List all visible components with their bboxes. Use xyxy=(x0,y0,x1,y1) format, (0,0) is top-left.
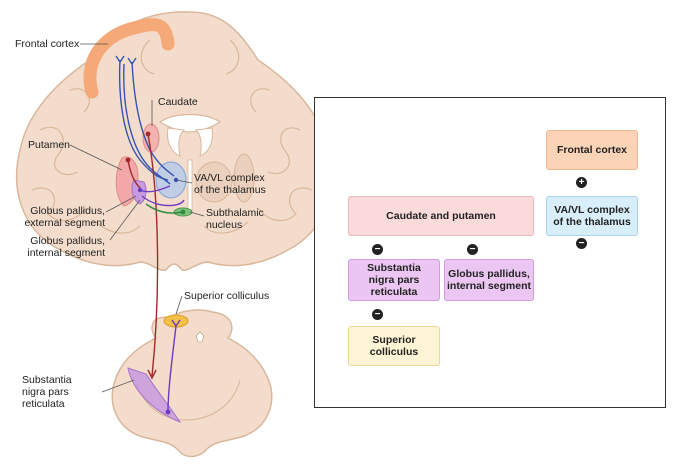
label-subthalamic-line2: nucleus xyxy=(206,219,243,231)
thalamus-left xyxy=(155,161,187,199)
coronal-brain-section xyxy=(15,11,333,271)
label-gp-external: Globus pallidus, external segment xyxy=(17,205,105,229)
box-caudate-putamen: Caudate and putamen xyxy=(348,196,534,236)
box-snr-line1: Substantia xyxy=(367,262,421,274)
thalamus-right xyxy=(195,161,233,203)
box-frontal-cortex-text: Frontal cortex xyxy=(556,144,627,156)
label-snr-line2: nigra pars xyxy=(22,386,69,398)
lateral-ventricle-left xyxy=(167,127,186,157)
label-snr-line3: reticulata xyxy=(22,398,65,410)
lateral-ventricle-right xyxy=(194,127,213,157)
blue-path-1 xyxy=(118,59,169,181)
label-va-vl-line1: VA/VL complex xyxy=(194,172,265,184)
red-path-2 xyxy=(127,159,141,189)
label-snr-line1: Substantia xyxy=(22,374,72,386)
label-frontal-cortex: Frontal cortex xyxy=(15,38,80,50)
putamen-right xyxy=(233,153,255,203)
label-gp-external-line1: Globus pallidus, xyxy=(30,205,105,217)
inhibitory-sign-icon: − xyxy=(372,309,383,320)
box-superior-colliculus: Superior colliculus xyxy=(348,326,440,366)
box-snr-line3: reticulata xyxy=(370,286,418,298)
box-snr-line2: nigra pars xyxy=(368,274,420,286)
label-va-vl: VA/VL complex of the thalamus xyxy=(194,172,266,196)
box-caudate-putamen-text: Caudate and putamen xyxy=(386,210,496,222)
inhibitory-sign-icon: − xyxy=(576,238,587,249)
snr-region xyxy=(127,367,182,424)
leader-lines xyxy=(69,43,205,393)
box-snr: Substantia nigra pars reticulata xyxy=(348,259,440,301)
green-path xyxy=(145,203,184,214)
midbrain-section xyxy=(111,309,273,458)
purple-path-3 xyxy=(167,325,177,413)
box-va-vl: VA/VL complex of the thalamus xyxy=(546,196,638,236)
purple-path-1 xyxy=(139,185,171,193)
blue-path-3 xyxy=(123,63,171,185)
box-gpi: Globus pallidus, internal segment xyxy=(444,259,534,301)
label-subthalamic-line1: Subthalamic xyxy=(206,207,264,219)
purple-path-2 xyxy=(141,195,185,207)
label-superior-colliculus: Superior colliculus xyxy=(184,290,270,302)
box-gpi-line2: internal segment xyxy=(446,280,532,292)
label-gp-internal: Globus pallidus, internal segment xyxy=(17,235,105,259)
globus-pallidus-region xyxy=(131,179,147,205)
box-frontal-cortex: Frontal cortex xyxy=(546,130,638,170)
box-sc-line2: colliculus xyxy=(369,346,419,358)
label-snr: Substantia nigra pars reticulata xyxy=(22,374,72,410)
midbrain-outline xyxy=(111,309,273,458)
box-sc-line1: Superior xyxy=(372,334,416,346)
label-subthalamic: Subthalamic nucleus xyxy=(206,207,264,231)
label-putamen: Putamen xyxy=(28,139,71,151)
red-path-1 xyxy=(147,133,159,377)
inhibitory-sign-icon: − xyxy=(467,244,478,255)
aqueduct xyxy=(195,331,205,343)
label-caudate: Caudate xyxy=(158,96,198,108)
box-gpi-line1: Globus pallidus, xyxy=(448,268,530,280)
inhibitory-sign-icon: − xyxy=(372,244,383,255)
box-va-vl-line2: of the thalamus xyxy=(553,216,631,228)
label-gp-external-line2: external segment xyxy=(24,217,105,229)
excitatory-sign-icon: + xyxy=(576,177,587,188)
frontal-cortex-region xyxy=(83,18,175,99)
neural-pathways xyxy=(115,55,186,415)
label-gp-internal-line1: Globus pallidus, xyxy=(30,235,105,247)
third-ventricle xyxy=(187,159,193,211)
label-gp-internal-line2: internal segment xyxy=(27,247,105,259)
label-va-vl-line2: of the thalamus xyxy=(194,184,266,196)
box-va-vl-line1: VA/VL complex xyxy=(554,204,630,216)
